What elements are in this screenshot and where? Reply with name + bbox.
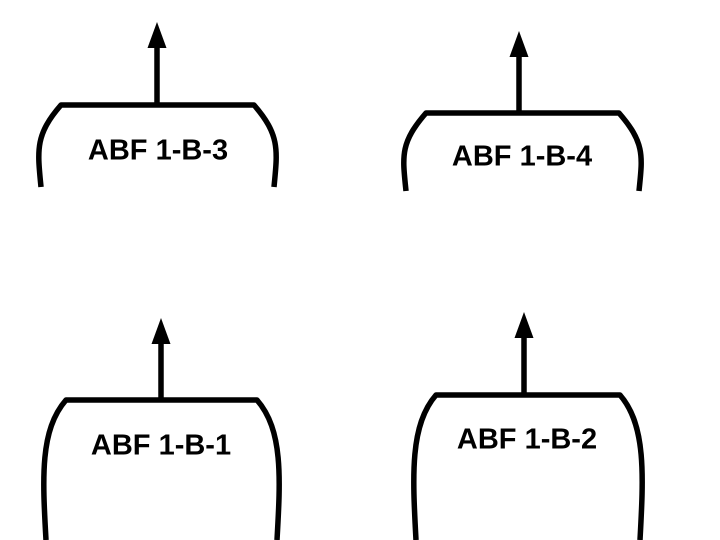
arrow-head-abf-1-b-3	[147, 22, 167, 48]
arrow-head-abf-1-b-1	[151, 318, 171, 344]
node-label-abf-1-b-3: ABF 1-B-3	[88, 135, 228, 167]
node-label-abf-1-b-4: ABF 1-B-4	[452, 141, 592, 173]
node-outline-abf-1-b-4	[401, 110, 644, 192]
diagram-node-abf-1-b-1[interactable]: ABF 1-B-1	[41, 318, 282, 540]
arrow-head-abf-1-b-2	[514, 312, 534, 338]
diagram-node-abf-1-b-2[interactable]: ABF 1-B-2	[411, 312, 645, 540]
arrow-head-abf-1-b-4	[509, 31, 529, 57]
diagram-node-abf-1-b-4[interactable]: ABF 1-B-4	[401, 31, 644, 192]
diagram-node-abf-1-b-3[interactable]: ABF 1-B-3	[36, 22, 279, 188]
node-outline-abf-1-b-1	[41, 397, 282, 540]
node-label-abf-1-b-1: ABF 1-B-1	[91, 430, 231, 462]
node-label-abf-1-b-2: ABF 1-B-2	[457, 424, 597, 456]
node-outline-abf-1-b-2	[411, 392, 645, 540]
